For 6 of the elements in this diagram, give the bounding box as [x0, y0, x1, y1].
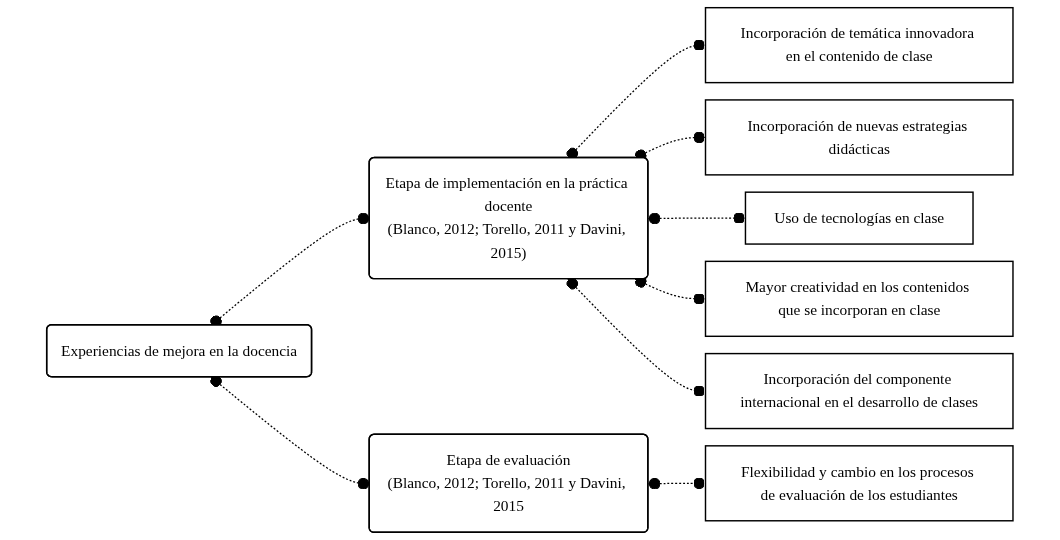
node-box: Mayor creatividad en los contenidos que se incorporan en clase	[704, 260, 1014, 338]
node-box: Incorporación del componente internacional en el desarrollo de clases	[704, 352, 1014, 430]
node-box: Incorporación de nuevas estrategias didácticas	[704, 99, 1014, 176]
node-box: Incorporación de temática innovadora en el contenido de clase	[704, 6, 1014, 84]
node-box: Uso de tecnologías en clase	[744, 191, 974, 245]
node-box: Flexibilidad y cambio en los procesos de evaluación de los estudiantes	[704, 445, 1014, 522]
